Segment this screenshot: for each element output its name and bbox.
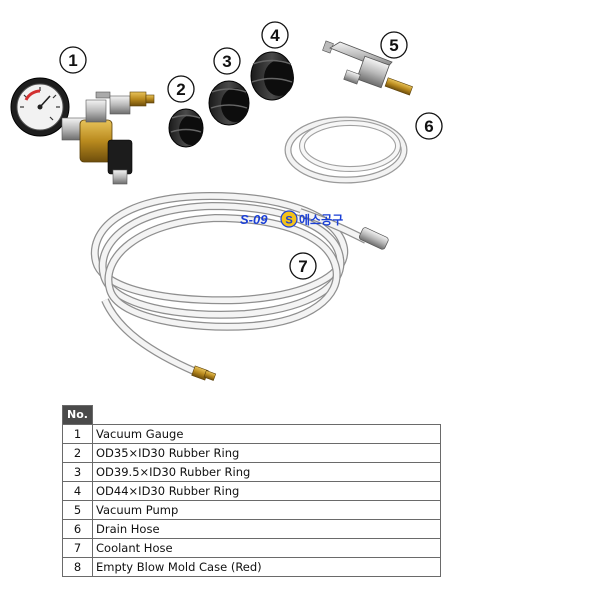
callout-2-label: 2 xyxy=(176,80,185,99)
row-number: 4 xyxy=(62,481,93,501)
callout-7: 7 xyxy=(289,252,317,280)
row-part-name: OD39.5×ID30 Rubber Ring xyxy=(92,462,441,482)
watermark-badge-letter: S xyxy=(285,215,292,227)
row-part-name: Coolant Hose xyxy=(92,538,441,558)
callout-5: 5 xyxy=(380,31,408,59)
row-number: 6 xyxy=(62,519,93,539)
callout-4-label: 4 xyxy=(270,26,280,45)
callout-5-label: 5 xyxy=(389,36,398,55)
callout-6-label: 6 xyxy=(424,117,433,136)
row-number: 5 xyxy=(62,500,93,520)
callout-3-label: 3 xyxy=(222,52,231,71)
brand-badge-icon xyxy=(280,210,298,228)
row-part-name: Drain Hose xyxy=(92,519,441,539)
watermark-code: S-09 xyxy=(240,212,268,227)
row-number: 8 xyxy=(62,557,93,577)
row-part-name: Empty Blow Mold Case (Red) xyxy=(92,557,441,577)
brand-watermark: S-09 S 에스공구 xyxy=(240,210,343,228)
rubber-ring-part-2 xyxy=(168,108,204,148)
row-number: 3 xyxy=(62,462,93,482)
row-part-name: OD35×ID30 Rubber Ring xyxy=(92,443,441,463)
callout-1: 1 xyxy=(59,46,87,74)
header-no: No. xyxy=(62,405,93,425)
rubber-ring-part-4 xyxy=(250,51,294,101)
callout-1-label: 1 xyxy=(68,51,77,70)
vacuum-gauge-part xyxy=(10,77,155,185)
row-part-name: Vacuum Gauge xyxy=(92,424,441,444)
vacuum-pump-part xyxy=(322,40,413,96)
watermark-brand: 에스공구 xyxy=(299,212,343,227)
callout-3: 3 xyxy=(213,47,241,75)
row-number: 2 xyxy=(62,443,93,463)
coolant-hose-part xyxy=(90,191,389,381)
callout-6: 6 xyxy=(415,112,443,140)
callout-2: 2 xyxy=(167,75,195,103)
callout-7-label: 7 xyxy=(298,257,307,276)
callout-4: 4 xyxy=(261,21,289,49)
rubber-ring-part-3 xyxy=(208,80,250,126)
drain-hose-part xyxy=(284,116,408,184)
row-part-name: Vacuum Pump xyxy=(92,500,441,520)
table-header-row: No. xyxy=(62,405,441,425)
row-number: 1 xyxy=(62,424,93,444)
row-part-name: OD44×ID30 Rubber Ring xyxy=(92,481,441,501)
row-number: 7 xyxy=(62,538,93,558)
header-spacer xyxy=(93,406,441,425)
